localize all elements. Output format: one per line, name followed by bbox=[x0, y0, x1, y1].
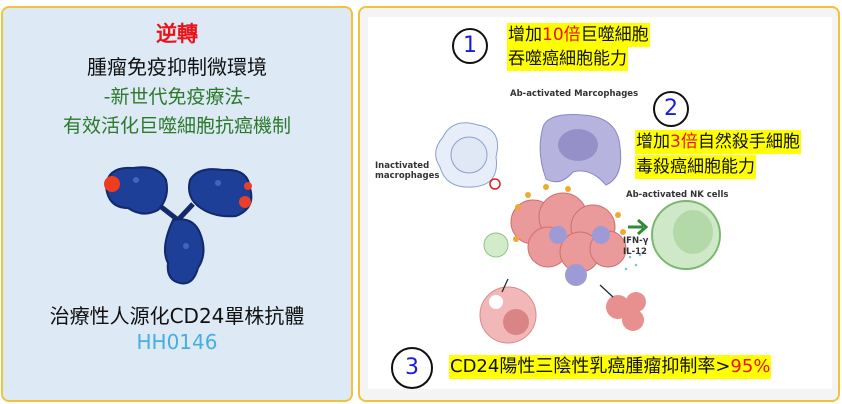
label-nk-cells: Ab-activated NK cells bbox=[626, 190, 729, 200]
antibody-image bbox=[104, 166, 253, 285]
point-3-text: CD24陽性三陰性乳癌腫瘤抑制率>95% bbox=[449, 355, 772, 379]
product-name: 治療性人源化CD24單株抗體 bbox=[49, 304, 305, 328]
subtitle-therapy: -新世代免疫療法- bbox=[103, 86, 251, 108]
cell-diagram-illustration bbox=[435, 114, 721, 344]
activated-macrophage bbox=[539, 114, 622, 186]
subtitle-mechanism: 有效活化巨噬細胞抗癌機制 bbox=[62, 115, 291, 137]
dying-tumor-cells bbox=[606, 292, 646, 331]
label-activated-macrophages: Ab-activated Marcophages bbox=[510, 89, 639, 99]
mechanism-diagram: Ab-activated Marcophages Inactivated mac… bbox=[368, 17, 832, 389]
point-number-3: 3 bbox=[391, 347, 433, 389]
point-1-line-1: 增加10倍巨噬細胞 bbox=[507, 23, 650, 47]
point-number-1: 1 bbox=[452, 28, 488, 64]
label-il-12: IL-12 bbox=[623, 247, 647, 257]
left-panel: 逆轉 腫瘤免疫抑制微環境 -新世代免疫療法- 有效活化巨噬細胞抗癌機制 治療性人… bbox=[1, 6, 353, 402]
label-inactivated-2: macrophages bbox=[375, 171, 440, 181]
point-number-2: 2 bbox=[653, 91, 689, 127]
point-2-line-2: 毒殺癌細胞能力 bbox=[635, 155, 756, 179]
product-code: HH0146 bbox=[136, 330, 218, 354]
nk-cell bbox=[651, 200, 721, 270]
point-2-line-1: 增加3倍自然殺手細胞 bbox=[635, 130, 801, 154]
right-panel: Ab-activated Marcophages Inactivated mac… bbox=[358, 6, 840, 402]
label-ifn-gamma: IFN-γ bbox=[623, 236, 649, 246]
inactivated-macrophage bbox=[435, 122, 498, 188]
title-reverse: 逆轉 bbox=[156, 22, 198, 46]
phagocytosing-macrophage bbox=[479, 286, 537, 344]
title-main: 腫瘤免疫抑制微環境 bbox=[87, 55, 267, 79]
point-1-line-2: 吞噬癌細胞能力 bbox=[507, 47, 628, 71]
label-inactivated-1: Inactivated bbox=[375, 161, 430, 171]
